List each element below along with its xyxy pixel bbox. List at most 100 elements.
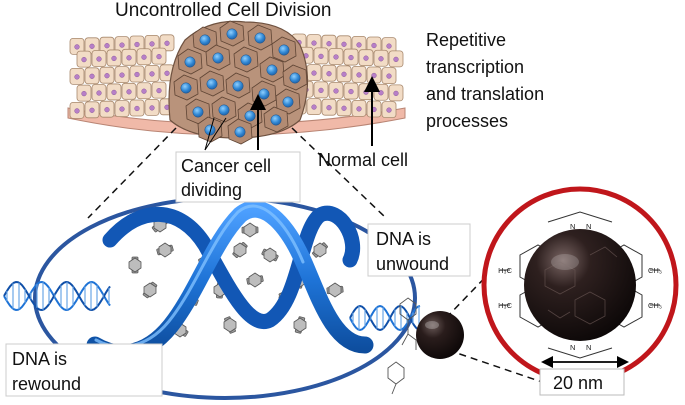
attached-ligand (387, 297, 417, 395)
normal-tissue-left (69, 34, 175, 119)
cancer-cell-nucleus (184, 56, 196, 68)
ribbon-front (86, 200, 374, 362)
unwound-label-line2: unwound (376, 254, 449, 274)
dna-strand-right (349, 304, 421, 332)
chem-n-top-2: N (586, 222, 591, 231)
dna-backbone (349, 304, 421, 332)
cancer-cell-nucleus (204, 124, 216, 136)
unwound-label-line1: DNA is (376, 229, 431, 249)
pointer-cancer-left (204, 117, 215, 151)
normal-cell-nucleus (81, 91, 87, 97)
cancer-cell-nucleus (278, 44, 290, 56)
normal-cell-nucleus (363, 55, 369, 61)
normal-cell-nucleus (341, 71, 347, 77)
unwound-label-box (367, 223, 471, 277)
normal-tissue-right (291, 33, 404, 118)
chem-ch3-upper-right: CH₃ (648, 266, 662, 275)
title-label: Uncontrolled Cell Division (115, 0, 331, 21)
normal-cell-nucleus (126, 89, 132, 95)
normal-cell-nucleus (134, 71, 140, 78)
normal-cell-nucleus (326, 105, 332, 111)
rewound-label-box (5, 343, 163, 397)
tissue-illustration (67, 20, 406, 145)
cancer-cell-nucleus (232, 80, 244, 92)
normal-cell-nucleus (149, 105, 155, 111)
normal-cell-nucleus (371, 72, 377, 79)
normal-cell-nucleus (311, 70, 317, 76)
normal-cell-nucleus (141, 54, 147, 60)
chem-n-bottom-2: N (586, 343, 591, 352)
cancer-label-line2: dividing (181, 180, 242, 200)
chem-n-bottom: N (570, 343, 575, 352)
normal-cell-nucleus (141, 88, 147, 94)
normal-cell-nucleus (96, 56, 102, 62)
cancer-label-box (175, 151, 301, 203)
intercalator-ring (128, 257, 142, 273)
normal-cell-nucleus (81, 57, 87, 63)
normal-cell-nucleus (378, 56, 384, 62)
normal-cell-nucleus (74, 74, 80, 80)
intercalator-ring (248, 272, 262, 288)
intercalator-ring (328, 282, 342, 298)
normal-cell-nucleus (126, 55, 132, 61)
cancer-cell-nucleus (206, 78, 218, 90)
normal-cell-nucleus (356, 42, 362, 48)
normal-cell-nucleus (318, 53, 324, 59)
normal-cell-nucleus (341, 105, 347, 111)
normal-cell-nucleus (134, 41, 140, 48)
normal-cell-nucleus (104, 43, 110, 49)
normal-cell-nucleus (74, 108, 80, 114)
normal-cell-nucleus (356, 106, 362, 112)
normal-cell-nucleus (89, 43, 95, 49)
normal-cell-nucleus (89, 73, 95, 79)
normal-cell-nucleus (119, 42, 125, 48)
pointer-cancer-left-2 (204, 117, 227, 151)
normal-cell-nucleus (386, 43, 392, 49)
normal-cell-nucleus (104, 107, 110, 113)
dna-backbone (3, 280, 111, 312)
cancer-cell-nucleus (282, 96, 294, 108)
small-nanoparticle (416, 311, 464, 359)
normal-cell-nucleus (311, 40, 317, 46)
normal-cell-nucleus (119, 106, 125, 112)
inset-particle-texture (544, 246, 618, 325)
normal-cell-nucleus (378, 90, 384, 96)
cancer-cell-nucleus (226, 28, 238, 40)
side-label-line1: Repetitive (426, 30, 506, 50)
zoom-line-particle-bottom (447, 349, 549, 385)
intercalator-ring (143, 282, 157, 298)
zoom-line-right (291, 127, 387, 219)
normal-cell-nucleus (149, 41, 155, 47)
rewound-label-line1: DNA is (12, 349, 67, 369)
cancer-cell-nucleus (289, 72, 301, 84)
normal-cell-nucleus (333, 54, 339, 60)
cancer-cell-nucleus (270, 114, 282, 126)
cancer-cell-nucleus (244, 110, 256, 122)
chem-n-top: N (570, 222, 575, 231)
chem-ch3-upper-left: H₃C (498, 266, 512, 275)
side-label-line2: transcription (426, 57, 524, 77)
cancer-cell-nucleus (266, 64, 278, 76)
dna-backbone (3, 280, 111, 312)
normal-cell-nucleus (318, 87, 324, 93)
normal-cell-nucleus (111, 55, 117, 62)
annotation-arrows (204, 76, 380, 151)
normal-cell-nucleus (149, 71, 155, 77)
cancer-label-line1: Cancer cell (181, 156, 271, 176)
intercalator-ring (233, 242, 247, 258)
intercalator-ring (223, 317, 237, 333)
normal-cell-nucleus (311, 104, 317, 110)
normal-cell-nucleus (386, 107, 392, 113)
side-label-line3: and translation (426, 84, 544, 104)
intercalator-ring (158, 242, 172, 258)
normal-cell-nucleus (333, 88, 339, 94)
side-label-line4: processes (426, 111, 508, 131)
dna-strand-left (3, 280, 111, 312)
cancer-cell-nucleus (258, 88, 270, 100)
rewound-label-line2: rewound (12, 374, 81, 394)
chem-ch3-mid-right: CH₃ (648, 301, 662, 310)
cancer-cell-nucleus (199, 34, 211, 46)
zoom-line-left (87, 127, 177, 219)
